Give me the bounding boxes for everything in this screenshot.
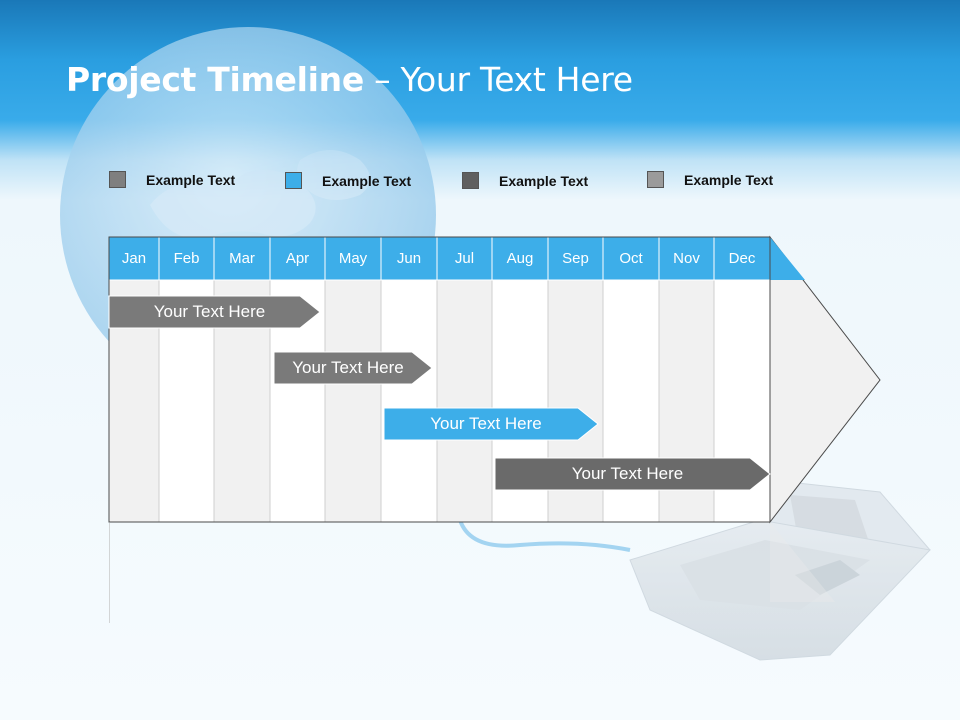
task-label: Your Text Here	[571, 464, 684, 483]
month-column	[324, 279, 382, 523]
month-label: Oct	[619, 250, 643, 267]
title-rest: – Your Text Here	[363, 60, 633, 99]
legend-swatch	[285, 172, 302, 189]
task-bar	[108, 295, 321, 329]
month-label: Apr	[285, 250, 310, 267]
month-header-cell	[436, 236, 493, 281]
timeline-frame	[108, 236, 771, 523]
legend-label: Example Text	[322, 173, 412, 189]
month-label: Mar	[229, 250, 255, 267]
task-label: Your Text Here	[292, 358, 404, 377]
task-bar	[494, 457, 771, 491]
task-bar	[383, 407, 599, 441]
reflection-arrow	[770, 522, 835, 602]
month-label: Jan	[121, 250, 147, 267]
task-label: Your Text Here	[153, 302, 266, 321]
task-bar	[273, 351, 433, 385]
month-label: Sep	[562, 250, 589, 267]
cable-line	[458, 519, 631, 552]
legend-label: Example Text	[499, 173, 589, 189]
month-header-cell	[380, 236, 438, 281]
legend-swatch	[647, 171, 664, 188]
month-label: Jul	[454, 250, 475, 267]
month-column	[436, 279, 493, 523]
reflection-line	[109, 523, 110, 623]
month-header-cell	[547, 236, 604, 281]
header-band: Project Timeline – Your Text Here	[0, 0, 960, 128]
month-header-cell	[324, 236, 382, 281]
legend-swatch	[462, 172, 479, 189]
month-label: Nov	[673, 250, 700, 267]
month-label: Feb	[173, 250, 200, 267]
page-title: Project Timeline – Your Text Here	[66, 60, 633, 99]
month-header-cell	[658, 236, 715, 281]
month-label: Dec	[728, 250, 756, 267]
month-header-cell	[602, 236, 660, 281]
task-label: Your Text Here	[430, 414, 542, 433]
month-header-cell	[491, 236, 549, 281]
month-label: Aug	[506, 250, 534, 267]
timeline-arrow-header	[770, 237, 805, 280]
title-bold: Project Timeline	[66, 60, 364, 99]
month-label: Jun	[396, 250, 422, 267]
month-header-cell	[108, 236, 160, 281]
month-column	[380, 279, 438, 523]
legend-label: Example Text	[146, 172, 236, 188]
legend-swatch	[109, 171, 126, 188]
month-header-cell	[269, 236, 326, 281]
laptop-icon	[629, 479, 932, 661]
legend-label: Example Text	[684, 172, 774, 188]
month-label: May	[338, 250, 368, 267]
